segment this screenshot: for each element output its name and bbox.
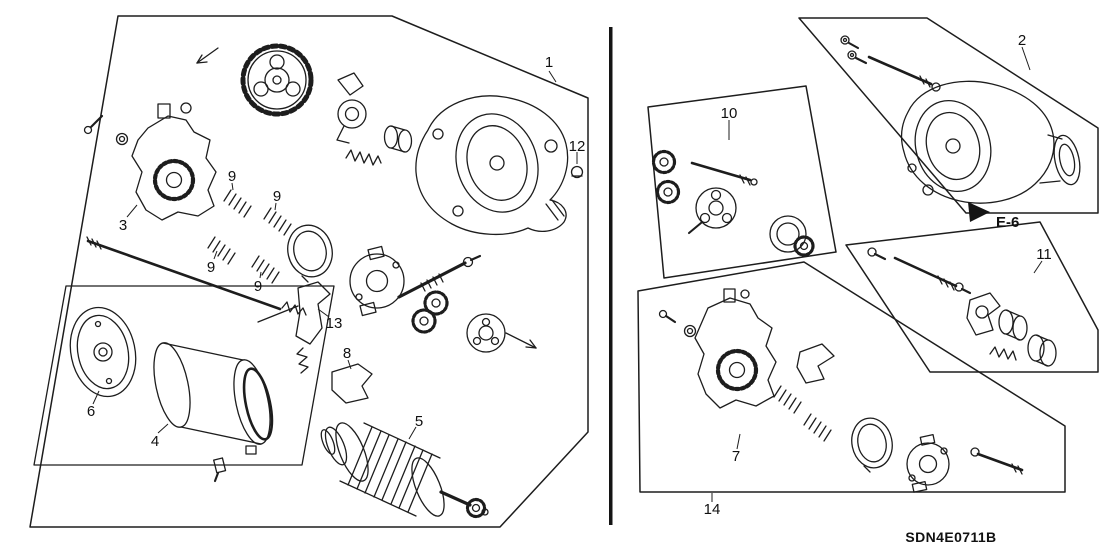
ref-label-e6: E-6 (996, 214, 1019, 231)
hex-nut-drawing (115, 132, 129, 146)
planetary-carrier-drawing (240, 43, 314, 117)
sub-panel-2-outline (798, 17, 1099, 214)
end-cover-plate-drawing (287, 224, 333, 283)
brush-spring-drawing (773, 385, 802, 414)
switch-lever-drawing (336, 72, 367, 144)
callout-leaders (92, 46, 1043, 502)
callout-5: 5 (415, 413, 423, 430)
clutch-washer-drawing (466, 313, 506, 353)
armature-drawing (320, 422, 489, 519)
callout-9: 9 (207, 259, 215, 276)
sub-panel-11-outline (845, 221, 1099, 373)
grommet-drawing (570, 165, 584, 179)
yoke-drawing (153, 342, 274, 455)
brush-spring-drawing (803, 413, 832, 442)
callout-9: 9 (254, 278, 262, 295)
main-panel-outline (29, 15, 589, 528)
view-direction-arrow (196, 47, 219, 64)
brush-spring-drawing (263, 207, 292, 236)
brush-spring-drawing (223, 189, 252, 218)
ref-arrow-icon (968, 202, 990, 222)
gear-housing-drawing (131, 102, 217, 221)
brush-plate-drawing (331, 363, 373, 404)
starter-assembly-drawing (900, 80, 1081, 204)
pinion-shaft-drawing (397, 254, 482, 299)
callout-14: 14 (704, 501, 721, 518)
center-bracket-drawing (349, 245, 405, 317)
section-divider (609, 27, 613, 525)
mount-bolt-drawing (83, 114, 104, 135)
view-direction-arrow (505, 332, 537, 349)
solenoid-screws-drawing (840, 35, 941, 92)
shaft-set-drawing (867, 247, 1057, 367)
terminal-bolt-drawing (213, 457, 227, 483)
callout-11: 11 (1036, 246, 1052, 263)
callout-1: 1 (545, 54, 553, 71)
diagram-code: SDN4E0711B (905, 529, 996, 545)
callout-10: 10 (721, 105, 738, 122)
through-bolt-drawing (86, 236, 307, 316)
motor-sub-assembly-box (33, 285, 335, 466)
callout-2: 2 (1018, 32, 1026, 49)
callout-7: 7 (732, 448, 740, 465)
bushing-drawing (383, 125, 413, 153)
idler-gears-drawing (411, 290, 449, 334)
brush-holder-drawing (257, 281, 331, 374)
lever-spring-drawing (345, 149, 382, 166)
sub-panel-14-outline (637, 261, 1066, 493)
gear-set-drawing (651, 149, 815, 257)
callout-9: 9 (273, 188, 281, 205)
callout-4: 4 (151, 433, 159, 450)
sub-panel-10-outline (647, 85, 837, 279)
starter-housing-drawing (415, 95, 569, 236)
callout-8: 8 (343, 345, 351, 362)
callout-13: 13 (326, 315, 343, 332)
rear-cover-drawing (69, 306, 137, 398)
callout-6: 6 (87, 403, 95, 420)
callout-3: 3 (119, 217, 127, 234)
callout-12: 12 (569, 138, 586, 155)
callout-9: 9 (228, 168, 236, 185)
